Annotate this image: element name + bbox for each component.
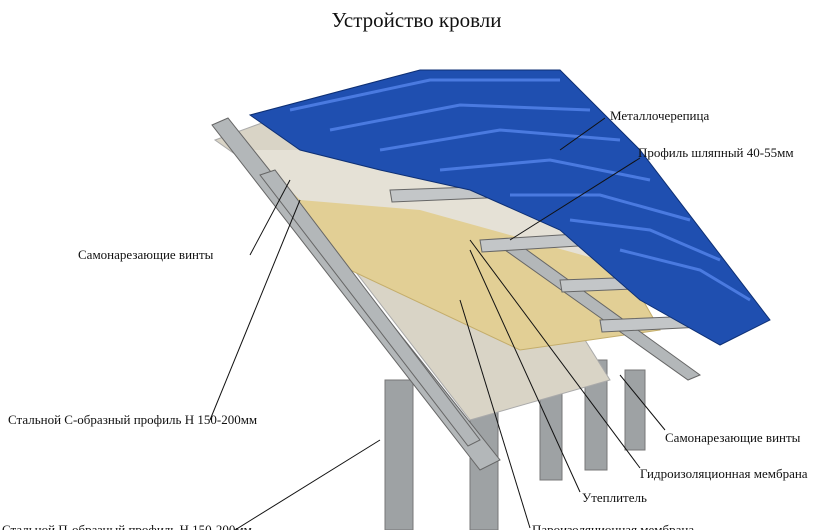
label-screws-left: Самонарезающие винты [78,247,214,262]
label-c-profile: Стальной С-образный профиль Н 150-200мм [8,412,258,427]
tile-ridges [289,78,751,302]
waterproof-membrane [250,150,640,260]
label-metal-tile: Металлочерепица [610,108,710,123]
label-vapor-barrier: Пароизоляционная мембрана [532,522,695,530]
c-profile-rafters [211,117,702,471]
metal-tile [248,69,771,346]
diagram-title: Устройство кровли [331,8,502,32]
label-screws-right: Самонарезающие винты [665,430,801,445]
label-u-profile: Стальной П-образный профиль Н 150-200мм [2,522,252,530]
label-insulation: Утеплитель [582,490,647,505]
label-waterproof-membrane: Гидроизоляционная мембрана [640,466,808,481]
label-hat-profile: Профиль шляпный 40-55мм [638,145,794,160]
leader-lines [209,117,666,530]
